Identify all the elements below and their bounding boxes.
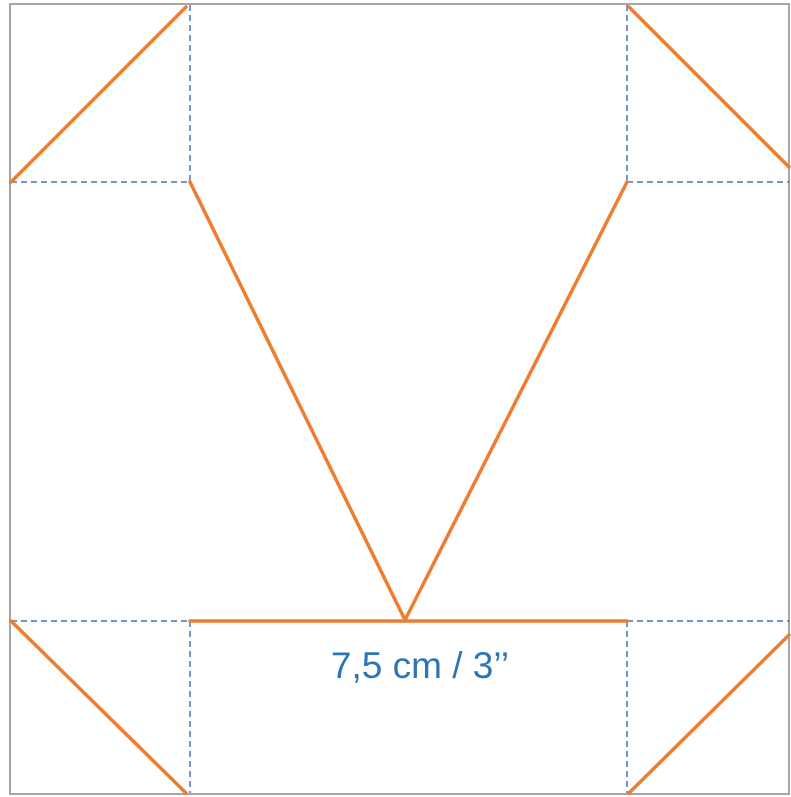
cut-line-bottom-right-corner	[627, 633, 791, 795]
fold-lines	[11, 5, 789, 793]
cut-line-top-right-corner	[627, 5, 791, 169]
measurement-label: 7,5 cm / 3’’	[331, 645, 509, 686]
cut-line-bottom-left-corner	[9, 619, 188, 795]
cut-line-top-left-corner	[9, 5, 188, 184]
cut-lines	[9, 5, 791, 795]
block-border	[9, 3, 790, 795]
cut-line-center-right-diagonal	[403, 180, 629, 622]
cut-line-center-left-diagonal	[188, 180, 407, 622]
